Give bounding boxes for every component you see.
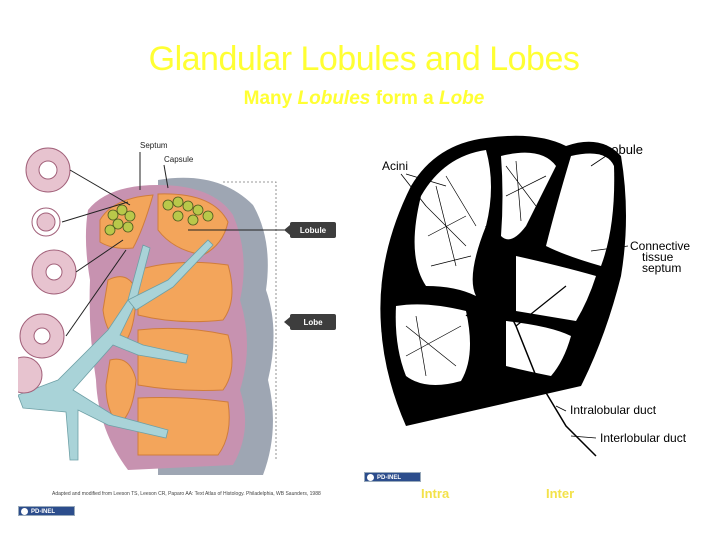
slide-title: Glandular Lobules and Lobes [0,40,728,79]
septum-label: Septum [140,141,168,150]
lobe-tag: Lobe [284,314,336,330]
acini-label: Acini [382,159,408,173]
lobe-diagram-svg: Septum Capsule Lobule Lobe [18,130,356,506]
slide-subtitle: Many Lobules form a Lobe [0,88,728,110]
svg-text:Lobe: Lobe [303,318,323,327]
left-license-badge[interactable]: PD-INEL [18,506,75,516]
license-icon [367,474,374,481]
right-license-badge[interactable]: PD-INEL [364,472,421,482]
license-icon [21,508,28,515]
lobule-diagram-svg: Acini Lobule Connective tissue septum In… [366,126,706,470]
interlobular-label: Interlobular duct [600,431,687,445]
intra-label: Intra [421,486,449,501]
lobule-illustration: Acini Lobule Connective tissue septum In… [366,126,706,470]
intralobular-label: Intralobular duct [570,403,657,417]
connective-label-3: septum [642,261,681,275]
lobule-tag: Lobule [284,222,336,238]
figure-credit: Adapted and modified from Leeson TS, Lee… [52,491,321,497]
right-lobule-label: Lobule [604,142,643,157]
inter-label: Inter [546,486,574,501]
capsule-label: Capsule [164,155,194,164]
lobe-illustration: Septum Capsule Lobule Lobe [18,130,356,506]
svg-text:Lobule: Lobule [300,226,327,235]
acinus-sections [18,148,76,393]
